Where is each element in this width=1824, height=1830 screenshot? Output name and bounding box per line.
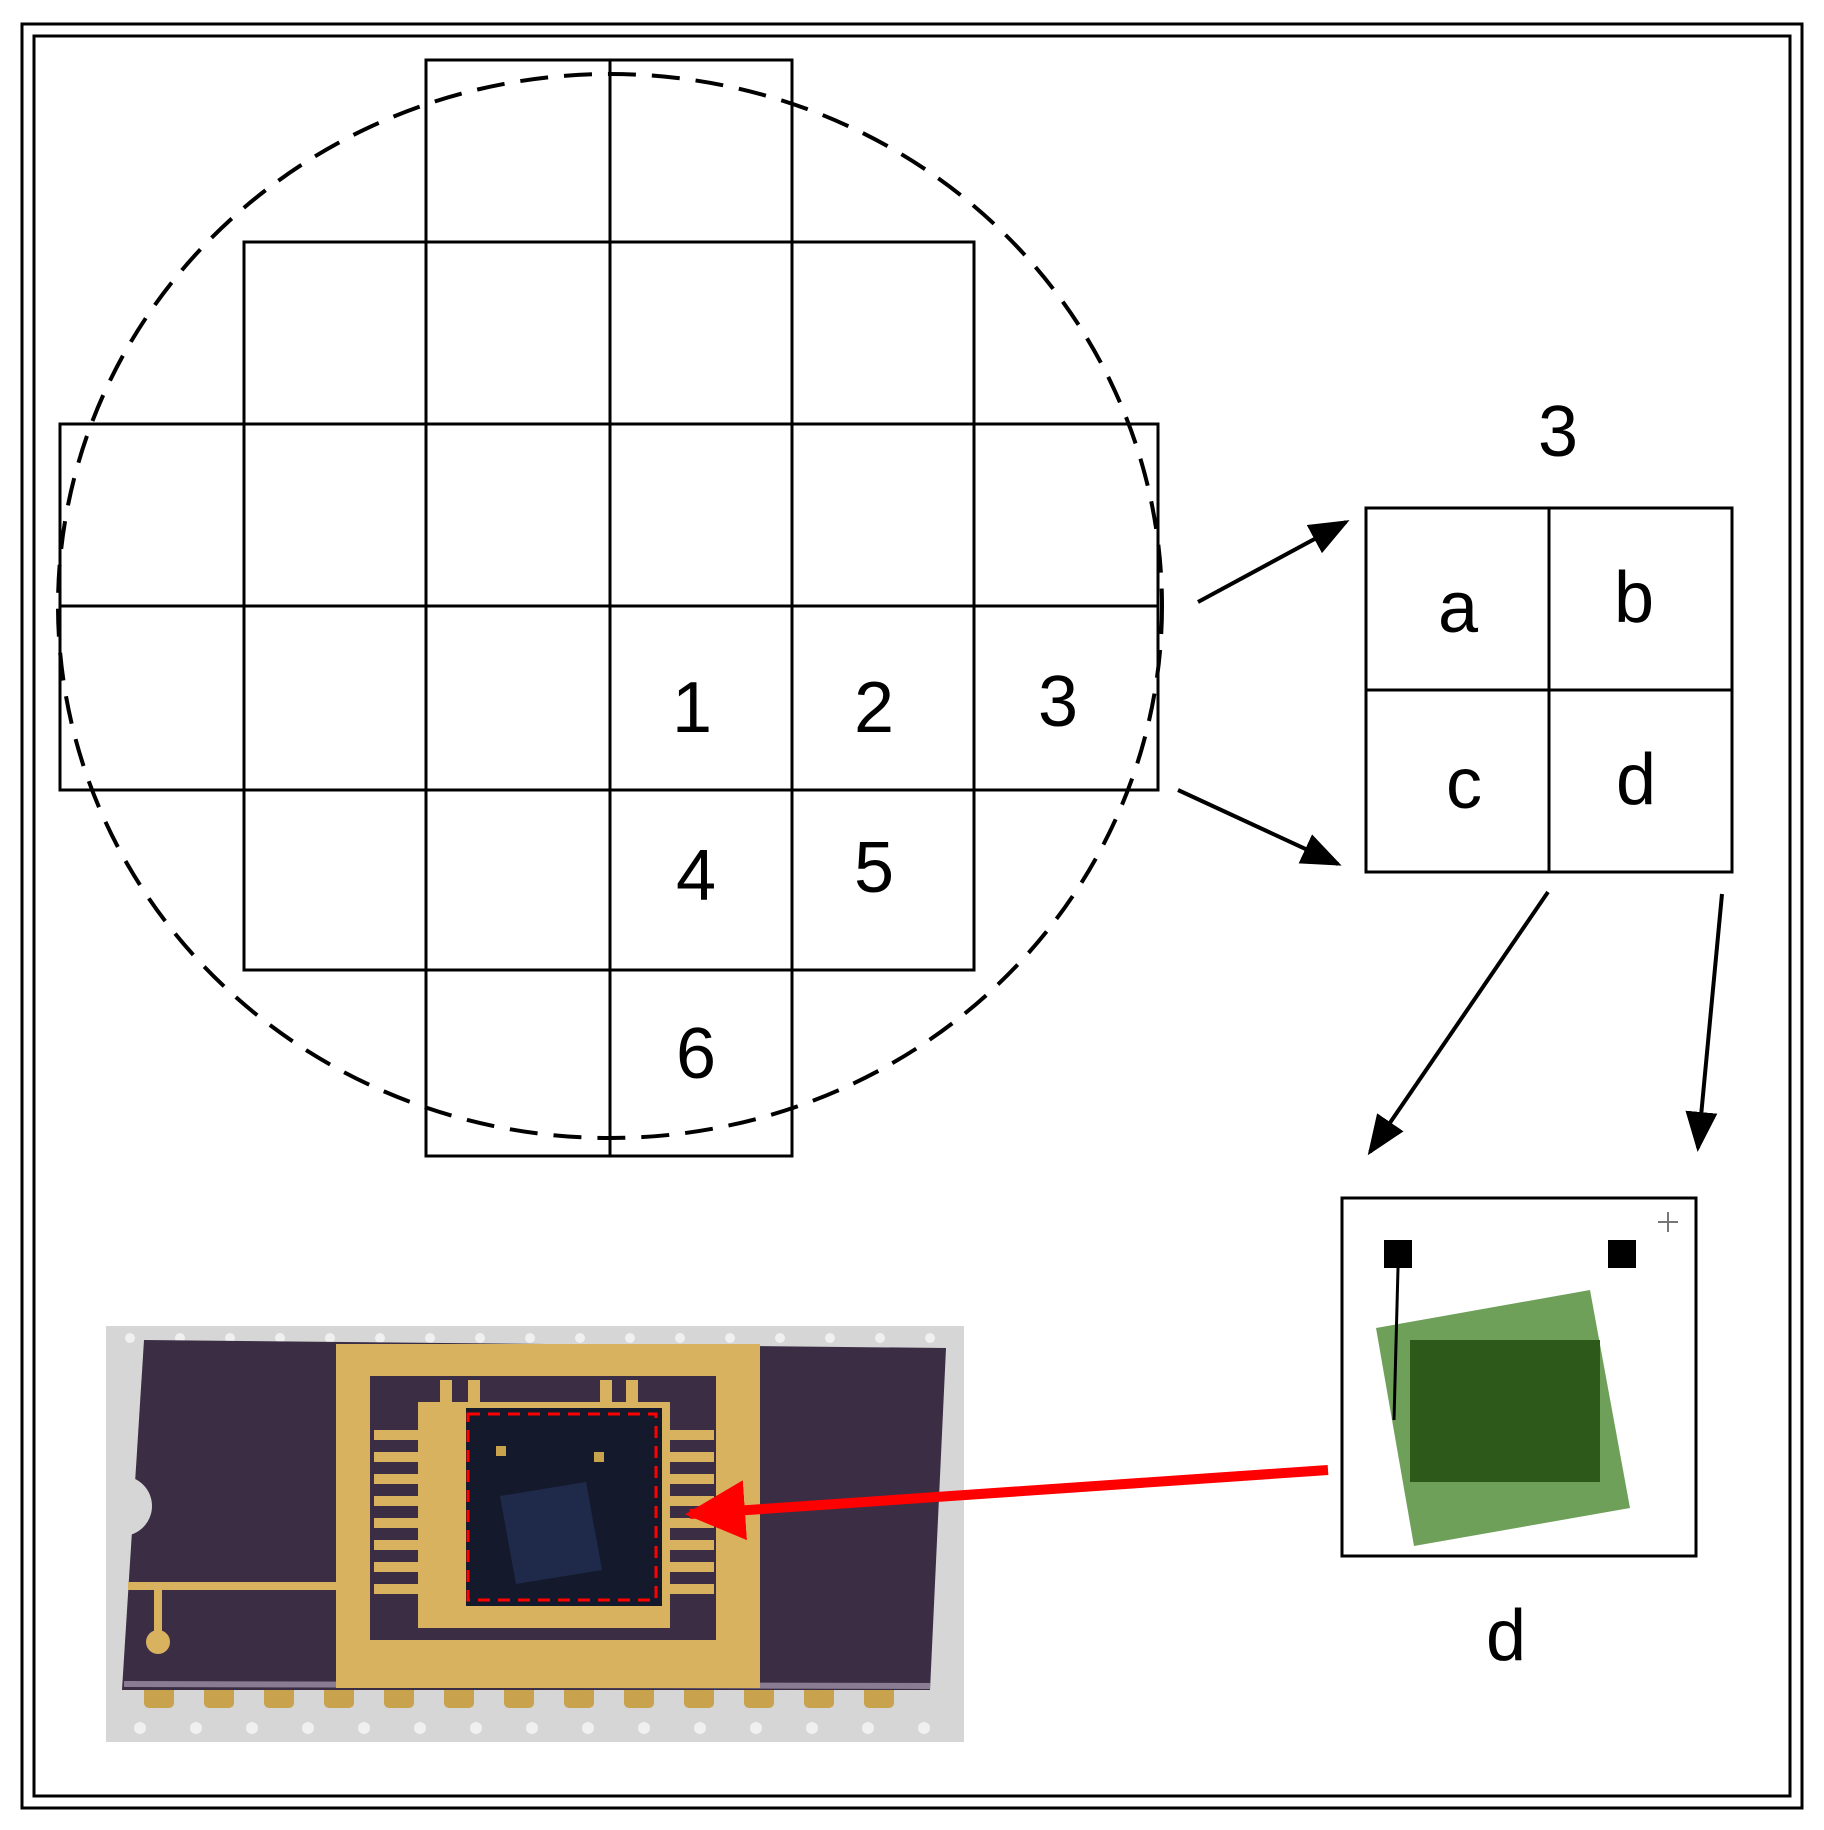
arrow-wafer-to-die-bottom <box>1177 788 1342 866</box>
wafer: 1 2 3 4 5 6 <box>56 58 1164 1158</box>
die-detail-title: 3 <box>1538 392 1578 472</box>
mounted-sample-pad-left <box>496 1446 506 1456</box>
die-label-6: 6 <box>676 1014 716 1094</box>
breadboard-holes <box>125 1333 935 1734</box>
die-detail: 3 a b c d <box>1364 392 1734 874</box>
red-arrow-chip-to-package <box>685 1465 1329 1541</box>
die-label-5: 5 <box>854 828 894 908</box>
die-label-3: 3 <box>1038 662 1078 742</box>
die-label-4: 4 <box>676 836 716 916</box>
chip-detail: d <box>1340 1196 1698 1676</box>
chip-label: d <box>1486 1596 1526 1676</box>
contact-pad-left <box>1384 1240 1412 1268</box>
plus-marker-icon <box>1658 1212 1678 1232</box>
film-layer-active <box>1410 1340 1600 1482</box>
quadrant-label-a: a <box>1438 568 1479 648</box>
quadrant-label-b: b <box>1614 558 1654 638</box>
mounted-sample-film <box>500 1482 602 1584</box>
die-label-2: 2 <box>854 668 894 748</box>
arrow-die-to-chip-right <box>1685 893 1724 1152</box>
bond-fingers-top <box>440 1380 638 1402</box>
outer-frame <box>20 22 1804 1810</box>
sample-highlight-box <box>466 1412 658 1602</box>
gold-trace-pad <box>146 1630 170 1654</box>
arrow-die-to-chip-left <box>1367 890 1550 1156</box>
quadrant-label-d: d <box>1616 740 1656 820</box>
die-grid <box>58 58 1160 1158</box>
package-notch <box>122 1476 152 1536</box>
arrow-wafer-to-die-top <box>1197 520 1350 604</box>
wire-lead <box>1392 1267 1400 1421</box>
gold-trace <box>128 1582 336 1636</box>
quadrant-label-c: c <box>1446 744 1482 824</box>
die-label-1: 1 <box>672 668 712 748</box>
inner-frame <box>32 34 1792 1798</box>
contact-pad-right <box>1608 1240 1636 1268</box>
packaged-chip-photo <box>106 1326 964 1742</box>
mounted-sample-pad-right <box>594 1452 604 1462</box>
bond-fingers-left <box>374 1430 418 1594</box>
